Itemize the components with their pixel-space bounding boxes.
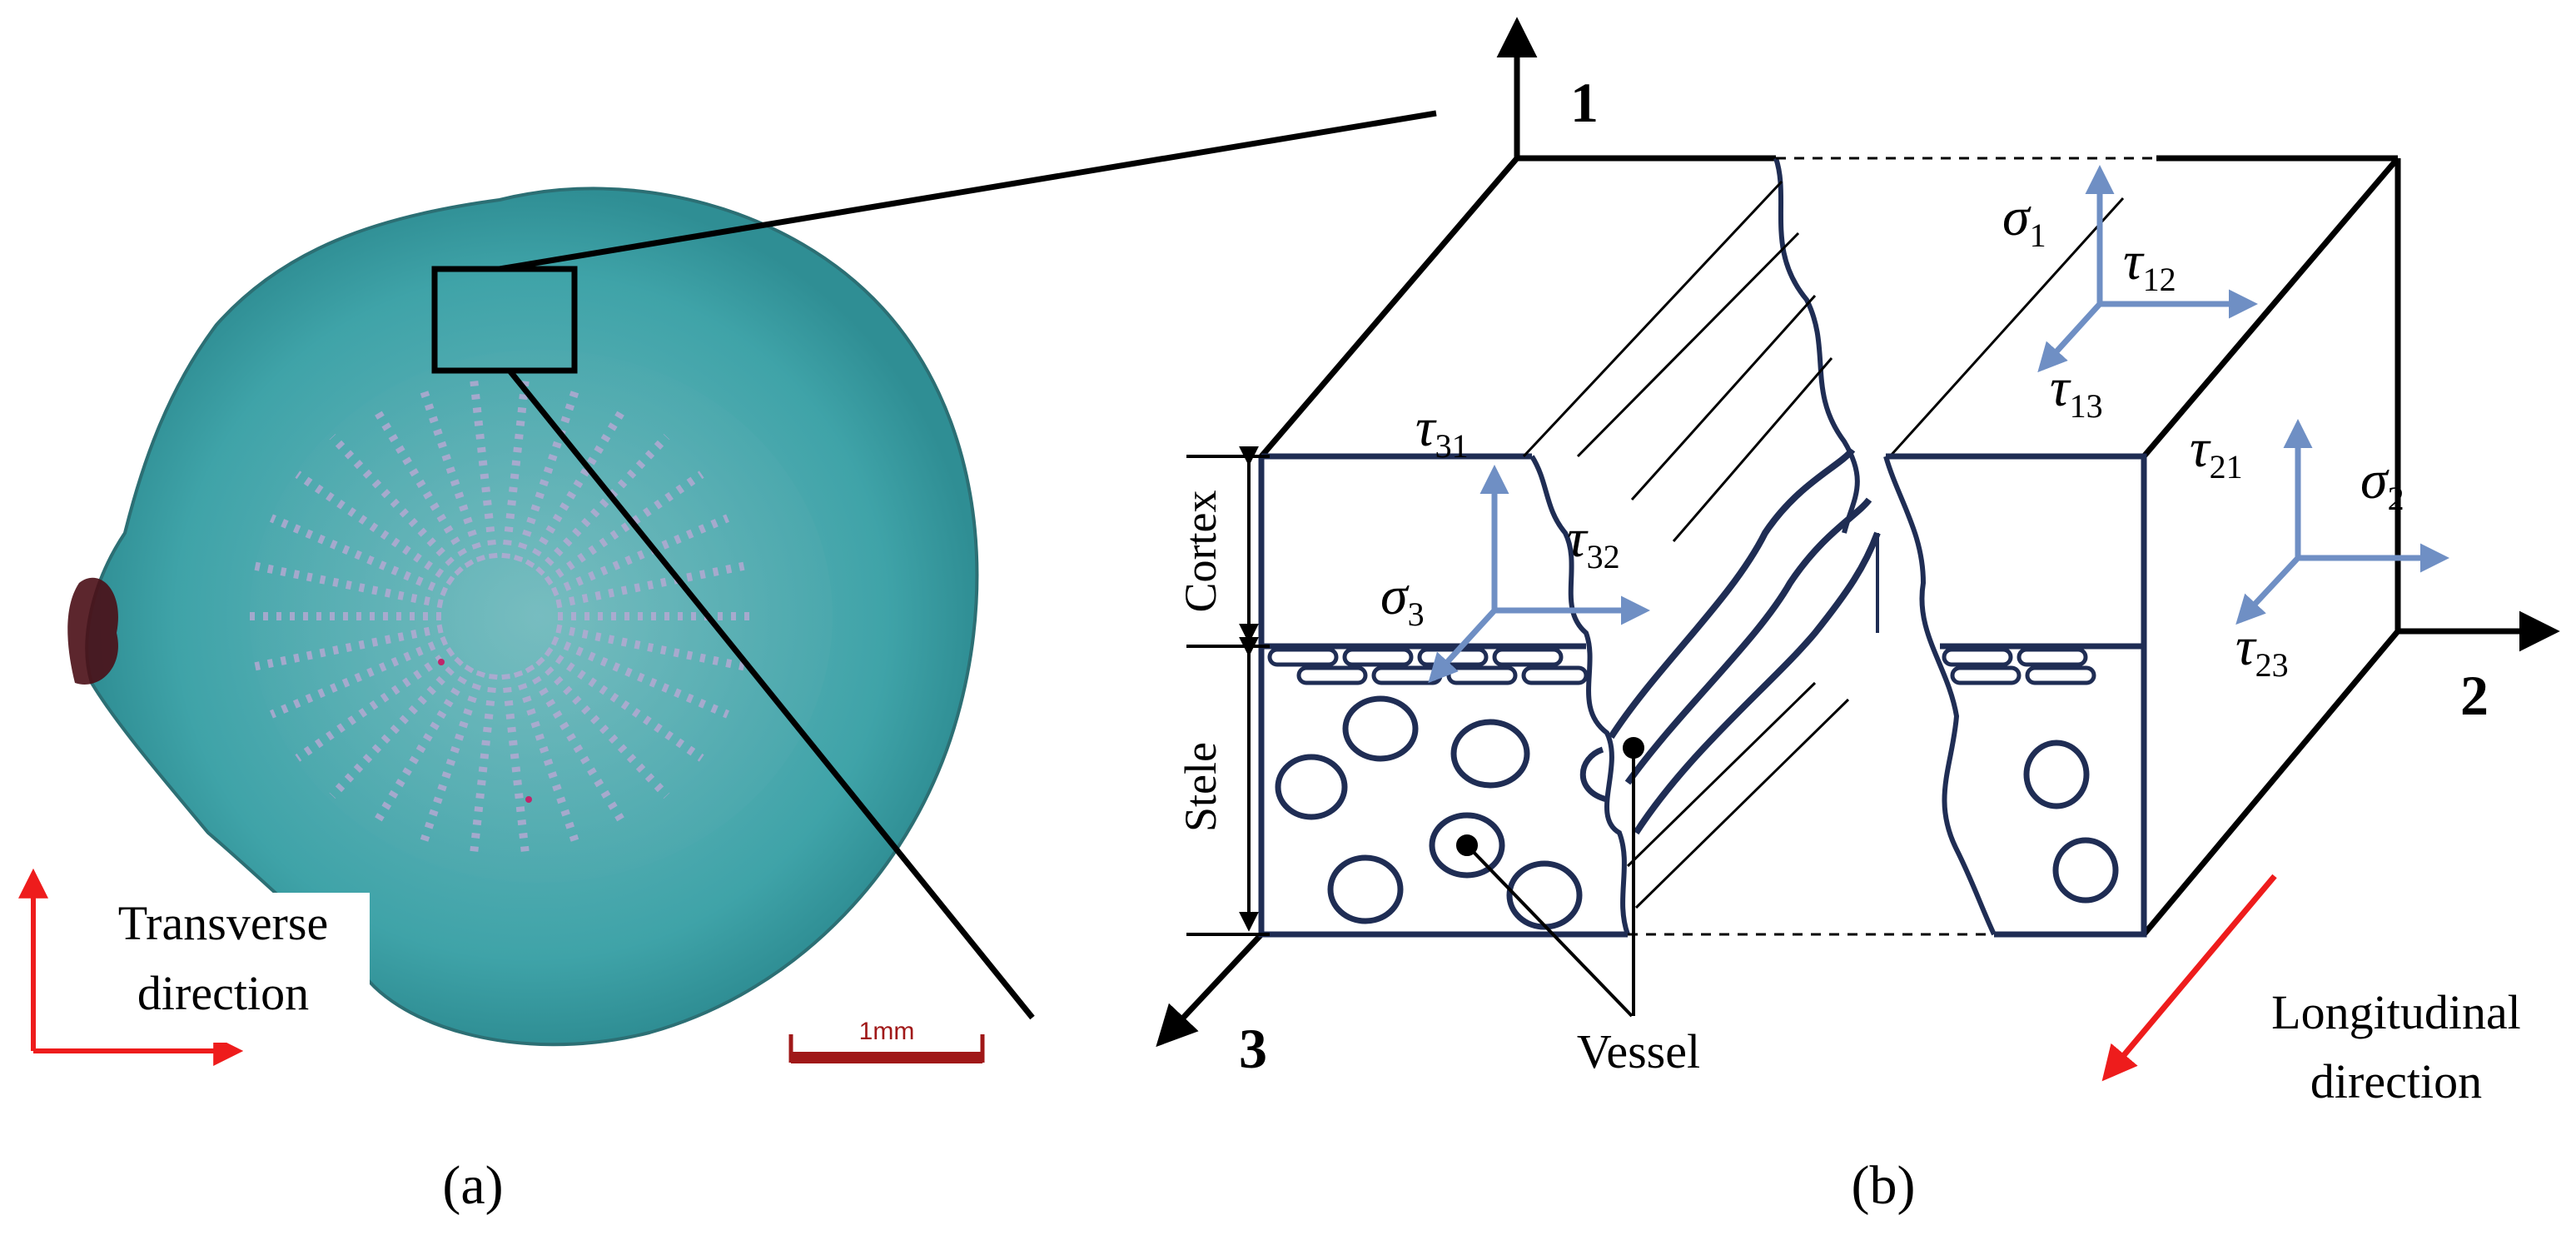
xylem-ray <box>254 561 444 609</box>
xylem-ray <box>550 514 730 597</box>
dimension-markers <box>1186 446 1270 936</box>
sigma-1: σ1 <box>2002 187 2046 254</box>
panel-a-label: (a) <box>442 1155 503 1216</box>
cortex-label: Cortex <box>1176 491 1226 613</box>
zoom-line-top <box>499 110 1437 272</box>
sigma-3: σ3 <box>1380 565 1425 633</box>
transverse-label-line1: Transverse <box>118 896 328 950</box>
right-block <box>1886 155 2401 938</box>
tau-32: τ32 <box>1567 508 1620 575</box>
longitudinal-label-line1: Longitudinal <box>2271 985 2521 1039</box>
xylem-ray <box>295 647 455 762</box>
xylem-ray <box>544 471 704 585</box>
xylem-ray <box>295 471 455 585</box>
transverse-direction-arrows <box>18 868 244 1066</box>
tau-31: τ31 <box>1415 397 1469 465</box>
right-block-fracture-edge <box>1883 456 1997 936</box>
vessel-label: Vessel <box>1577 1024 1700 1078</box>
xylem-ray <box>544 647 704 762</box>
panel-b: 1 2 3 <box>1156 17 2560 1216</box>
left-block <box>1258 155 1776 938</box>
xylem-ray <box>269 514 449 597</box>
panel-b-label: (b) <box>1852 1155 1916 1216</box>
xylem-ray <box>329 656 464 799</box>
axis-3-label: 3 <box>1239 1017 1267 1080</box>
xylem-ray <box>535 434 670 576</box>
xylem-ray <box>418 670 486 848</box>
axis-1-label: 1 <box>1570 71 1599 134</box>
xylem-ray <box>555 624 745 671</box>
xylem-ray <box>501 674 530 857</box>
stele-label: Stele <box>1176 742 1226 832</box>
scale-bar-label: 1mm <box>859 1018 915 1045</box>
vessels <box>1275 695 2119 930</box>
xylem-ray <box>513 670 581 848</box>
panel-a: Transverse direction 1mm (a) <box>18 110 1437 1216</box>
xylem-ray <box>418 385 486 563</box>
axis-2-label: 2 <box>2460 664 2489 727</box>
zoom-line-bottom <box>507 368 1035 1020</box>
xylem-ray <box>555 561 745 609</box>
fracture-ridges <box>1608 447 1881 835</box>
longitudinal-hatch-lines <box>1522 180 2125 909</box>
tau-12: τ12 <box>2123 231 2176 298</box>
endodermis-cells-left <box>1267 647 1589 685</box>
longitudinal-label-line2: direction <box>2310 1054 2482 1108</box>
front-fracture-edge <box>1529 455 1630 936</box>
sigma-2: σ2 <box>2360 450 2404 517</box>
left-block-fracture-edge <box>1773 157 1860 534</box>
vessel-pointers <box>1456 737 1644 1018</box>
xylem-ray <box>269 635 449 719</box>
xylem-ray <box>469 674 498 857</box>
xylem-ray <box>469 376 498 559</box>
xylem-ray <box>550 635 730 719</box>
xylem-ray <box>535 656 670 799</box>
tau-21: τ21 <box>2190 418 2243 486</box>
xylem-rays <box>250 376 749 857</box>
scale-bar: 1mm <box>788 1018 985 1063</box>
tau-23: τ23 <box>2235 616 2289 684</box>
xylem-ray <box>513 385 581 563</box>
xylem-ray <box>525 665 629 828</box>
xylem-ray <box>525 405 629 568</box>
xylem-ray <box>501 376 530 559</box>
xylem-ray <box>370 665 475 828</box>
endodermis-cells-right <box>1942 647 2096 685</box>
stress-arrows <box>1428 165 2449 684</box>
longitudinal-direction-arrow <box>2101 874 2277 1082</box>
xylem-ray <box>370 405 475 568</box>
transverse-label-line2: direction <box>137 966 309 1020</box>
global-axes <box>1156 17 2560 1048</box>
tau-13: τ13 <box>2050 357 2103 425</box>
xylem-ray <box>329 434 464 576</box>
xylem-ray <box>254 624 444 671</box>
